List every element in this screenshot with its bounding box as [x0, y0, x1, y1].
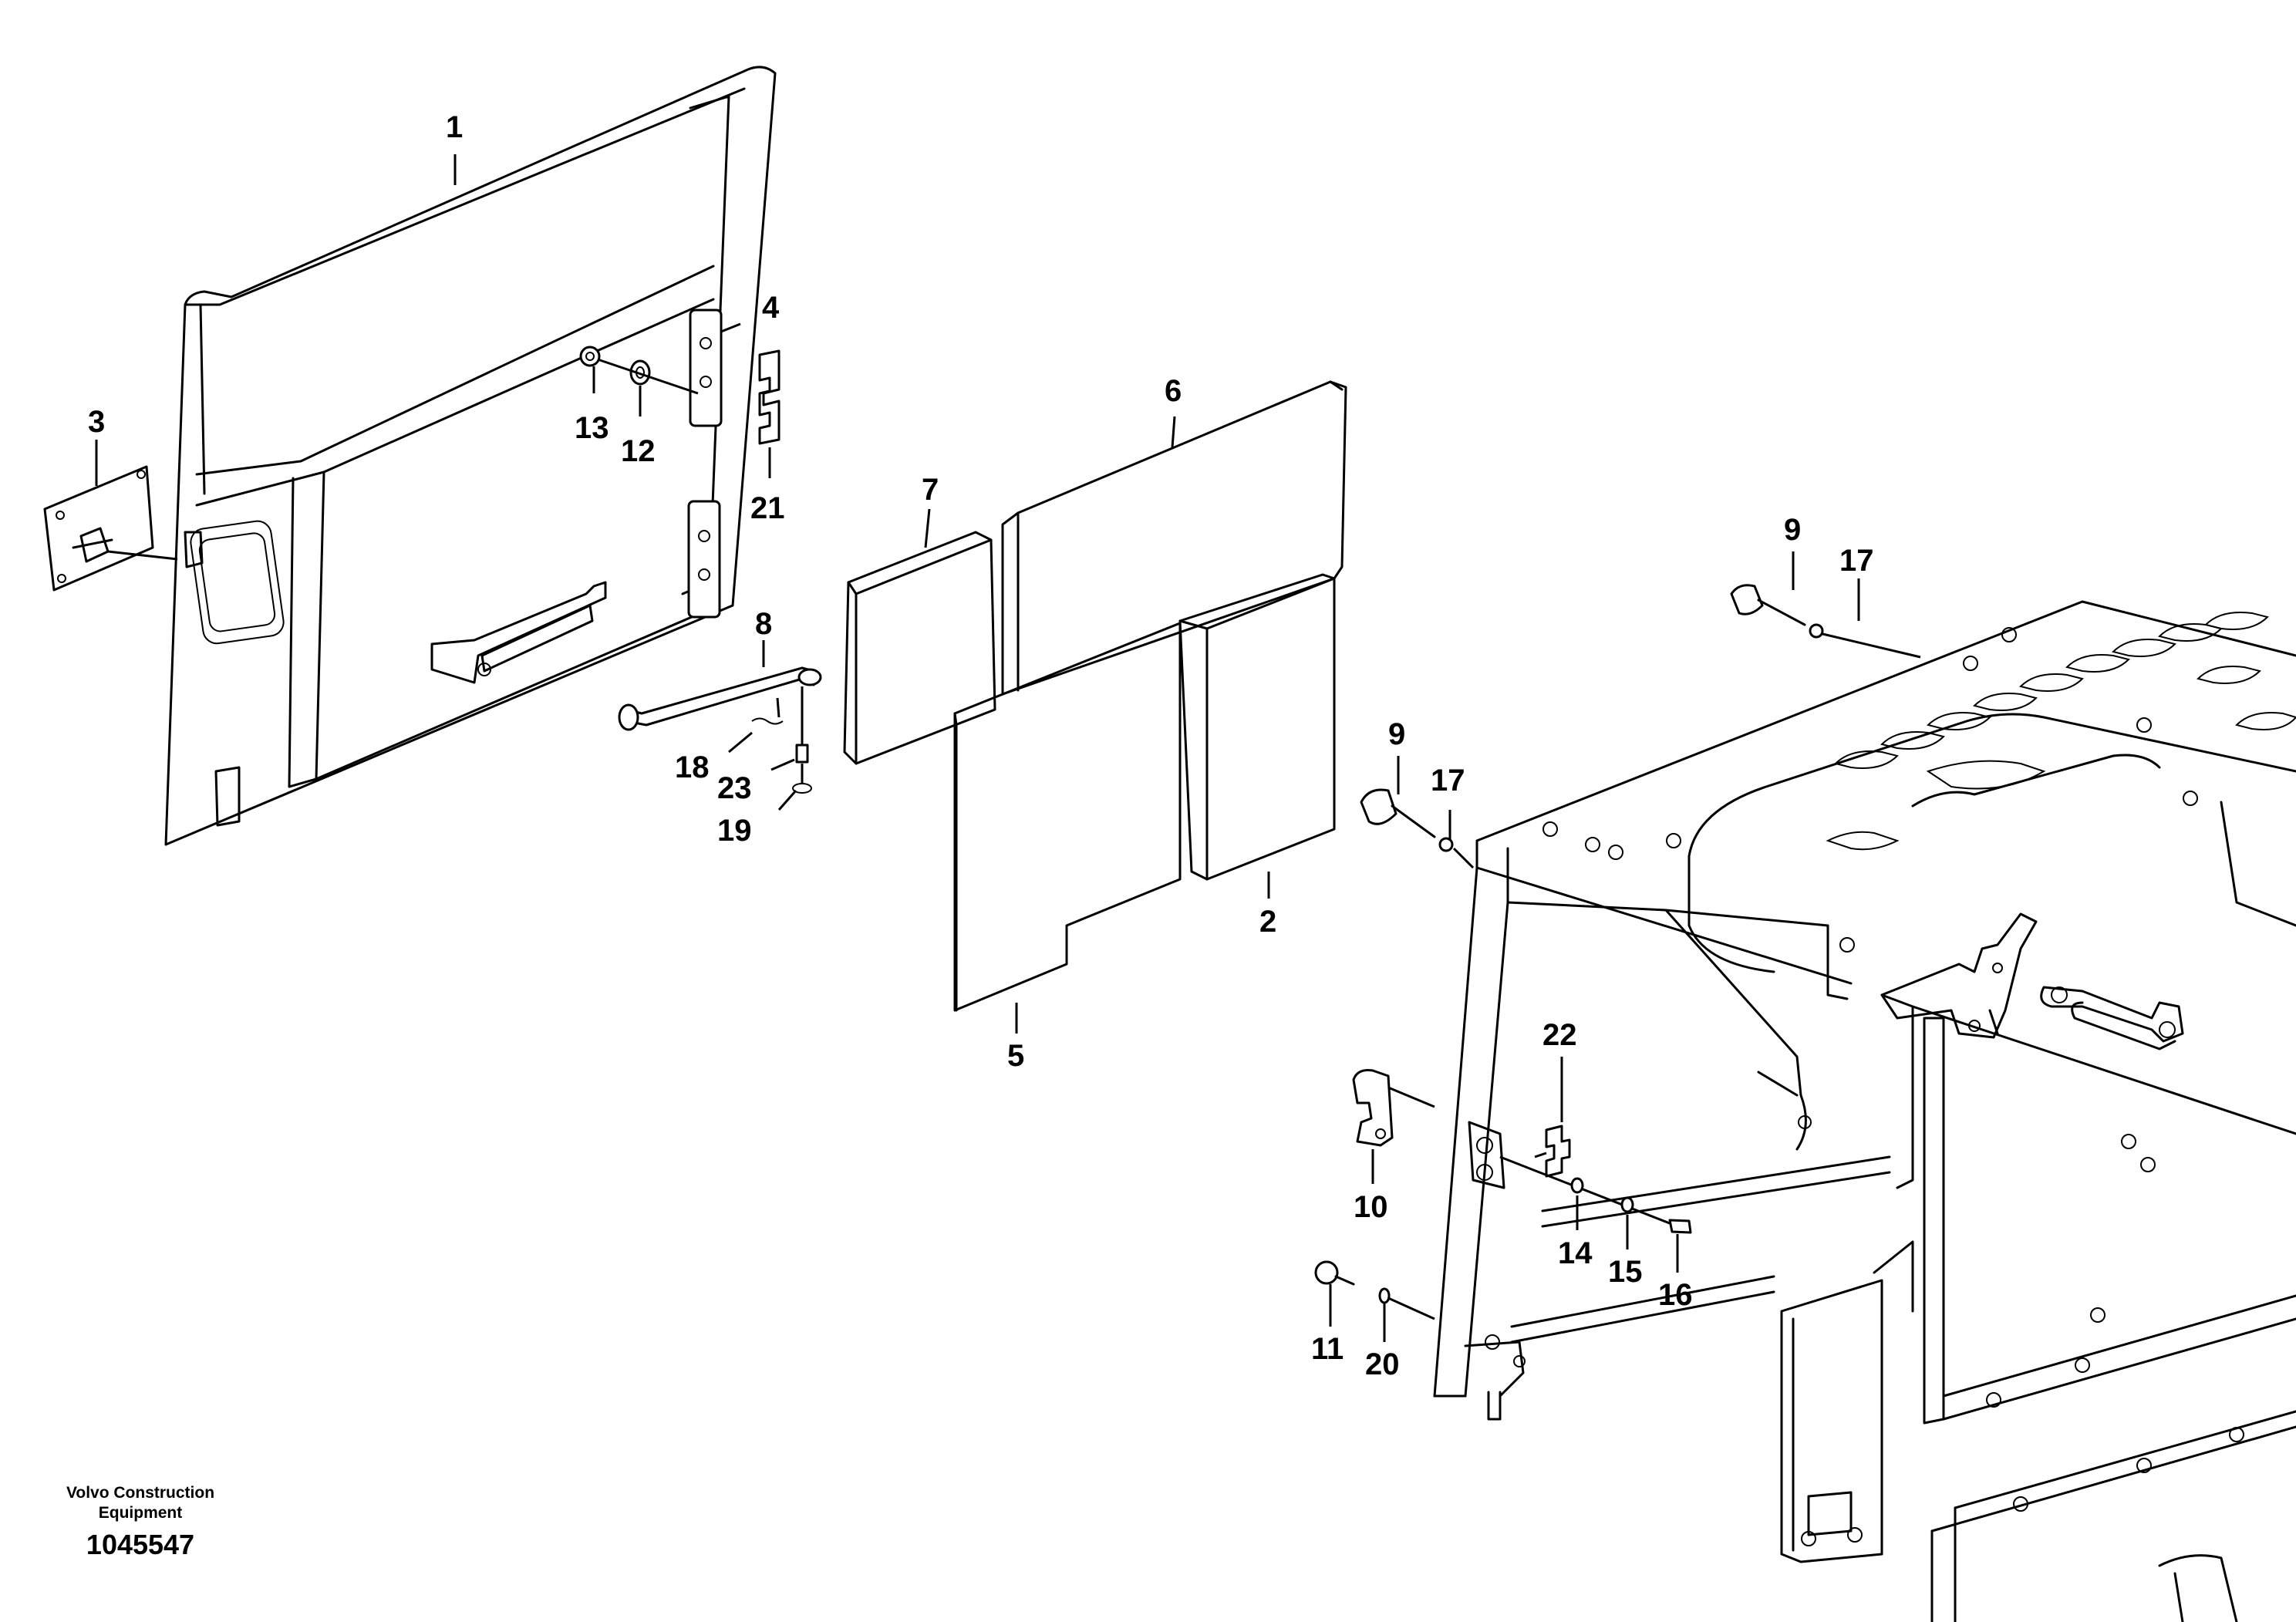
shim-lower [1534, 1125, 1571, 1178]
callout-11: 11 [1311, 1332, 1344, 1366]
callout-labels: 1 3 4 13 12 21 6 7 8 18 23 19 5 2 9 17 9… [88, 110, 1874, 1381]
callout-6: 6 [1165, 374, 1182, 408]
callout-23: 23 [717, 771, 752, 805]
bolt-upper [1730, 584, 1921, 659]
leader-lines [95, 154, 1860, 1342]
door-panel [164, 66, 777, 846]
callout-1: 1 [446, 110, 463, 144]
callout-15: 15 [1608, 1255, 1643, 1289]
callout-20: 20 [1365, 1347, 1400, 1381]
machine-frame [1433, 600, 2296, 1622]
callout-2: 2 [1259, 905, 1276, 939]
callout-21: 21 [750, 491, 785, 525]
bracket [1352, 1069, 1435, 1147]
company-name-line1: Volvo Construction [66, 1484, 214, 1502]
callout-13: 13 [575, 411, 609, 445]
callout-5: 5 [1007, 1039, 1024, 1073]
lock-plate [43, 465, 204, 592]
shim-plate [758, 349, 781, 445]
callout-9-upper: 9 [1784, 513, 1801, 547]
screw-and-washer [579, 346, 699, 395]
screw-lower [1314, 1260, 1435, 1320]
callout-10: 10 [1354, 1190, 1388, 1224]
callout-4: 4 [762, 291, 780, 325]
callout-12: 12 [621, 434, 656, 468]
callout-19: 19 [717, 814, 752, 848]
callout-9-lower: 9 [1388, 717, 1405, 751]
callout-17-upper: 17 [1839, 544, 1874, 578]
insulation-pads [843, 380, 1347, 1012]
footer-block: Volvo Construction Equipment 1045547 [66, 1484, 214, 1560]
post-bracket [1468, 1121, 1505, 1189]
drawing-number: 1045547 [86, 1529, 194, 1560]
callout-17-lower: 17 [1431, 764, 1465, 798]
callout-18: 18 [675, 750, 710, 784]
callout-16: 16 [1658, 1278, 1693, 1312]
stay-rod [618, 666, 822, 794]
callout-3: 3 [88, 405, 105, 439]
callout-22: 22 [1542, 1018, 1577, 1052]
callout-8: 8 [755, 607, 772, 641]
company-name-line2: Equipment [99, 1504, 183, 1522]
screw-washers [1499, 1155, 1692, 1234]
callout-14: 14 [1558, 1236, 1593, 1270]
bolt-lower [1360, 788, 1475, 869]
callout-7: 7 [922, 473, 939, 507]
